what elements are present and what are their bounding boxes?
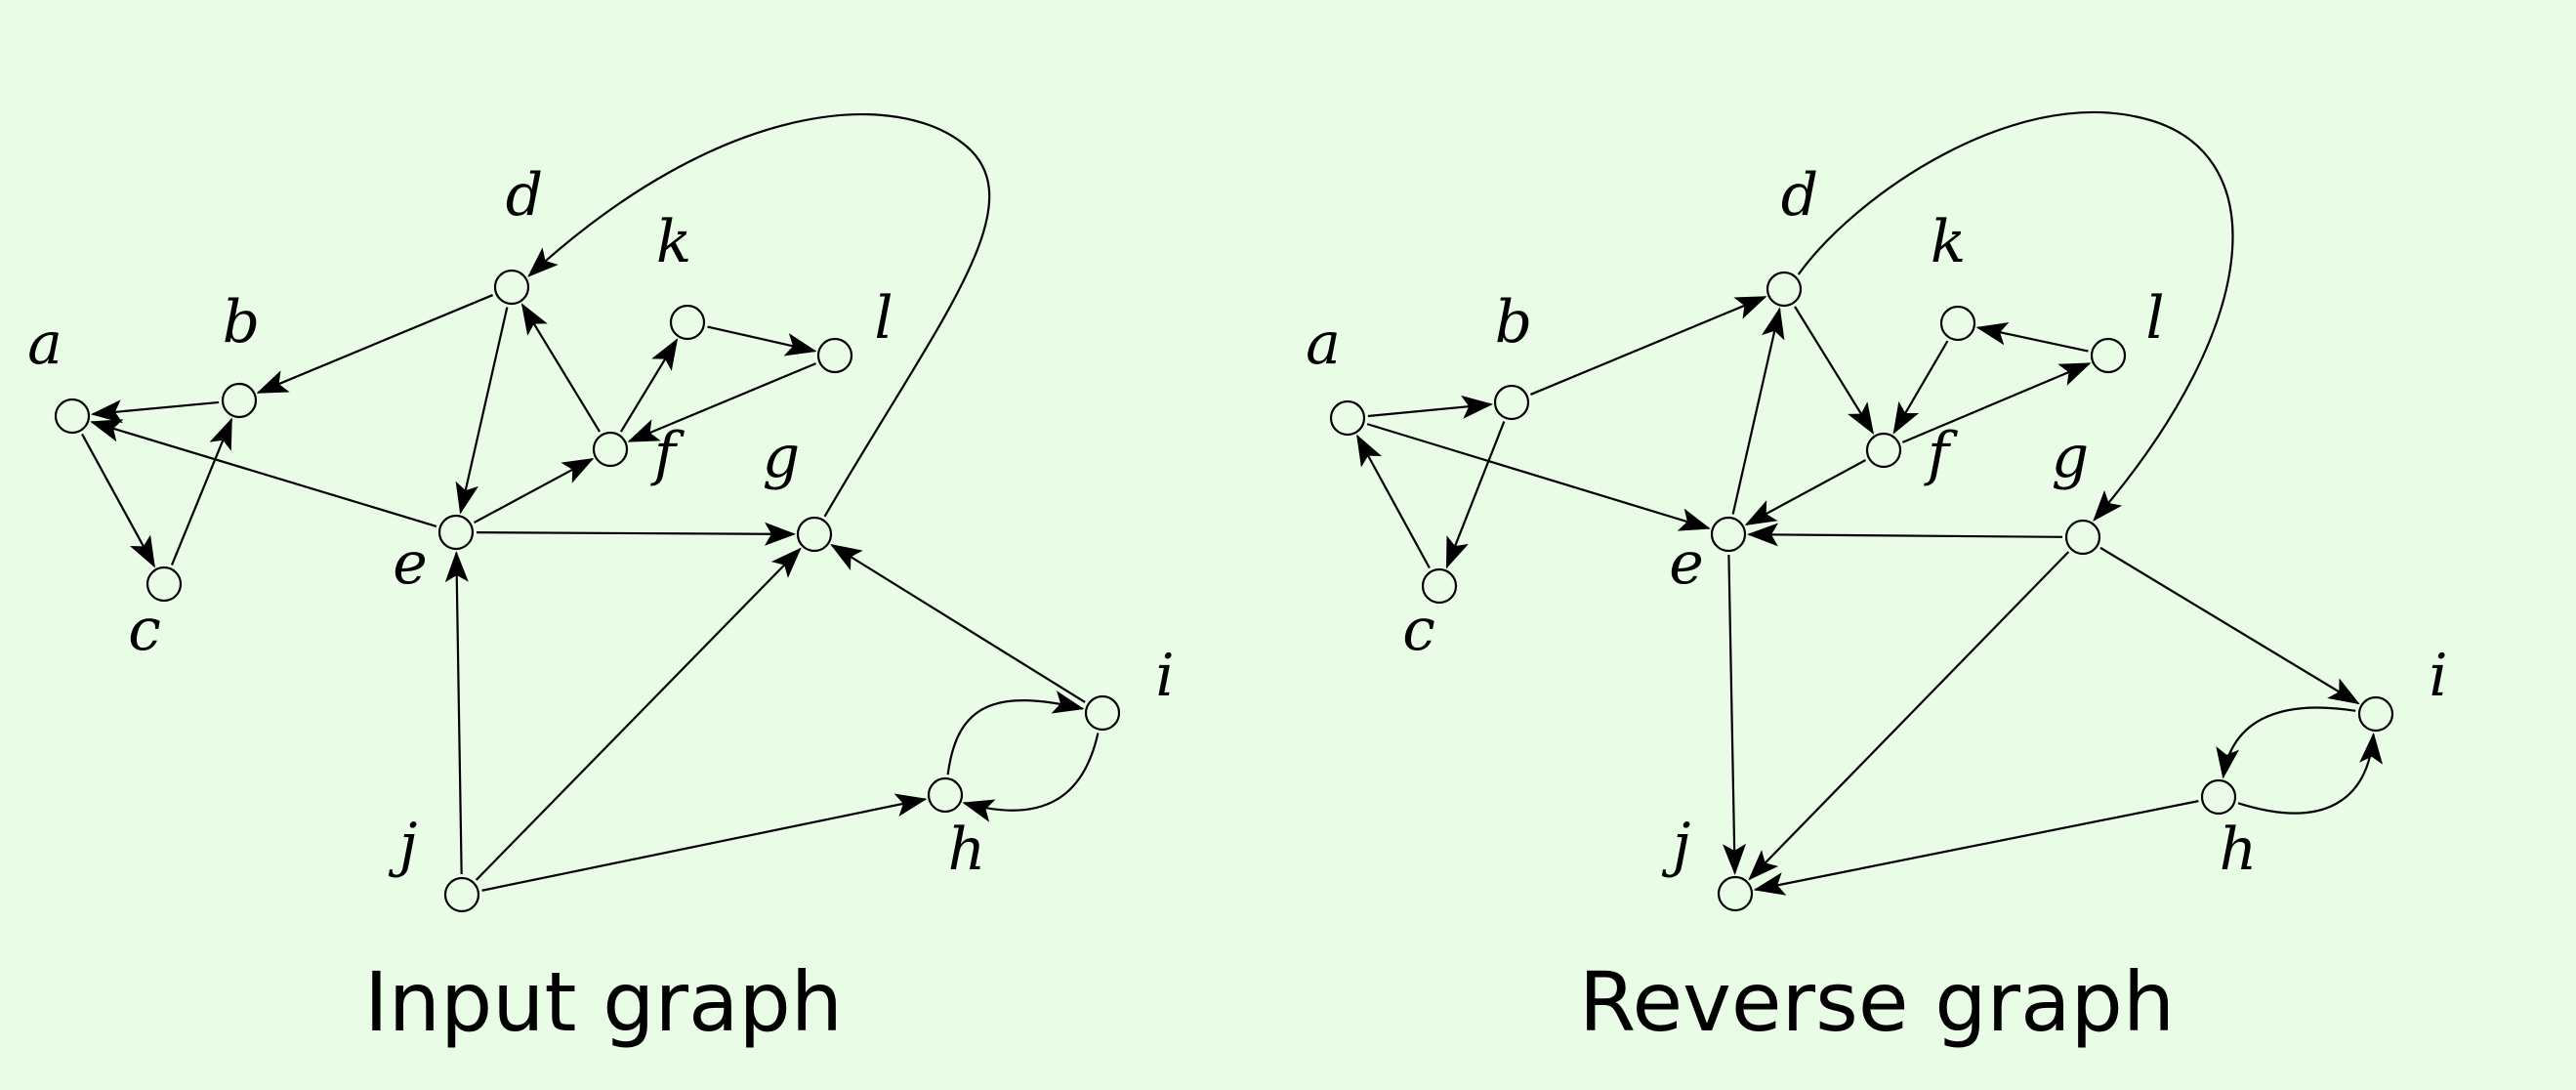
edge-reverse-g-to-e <box>1747 523 2063 547</box>
edge-input-b-to-a <box>90 399 220 424</box>
node-label-reverse-d: d <box>1781 161 1818 230</box>
edge-input-f-to-d <box>520 303 602 433</box>
node-input-i <box>1084 694 1121 732</box>
node-reverse-d <box>1766 271 1803 308</box>
node-label-reverse-e: e <box>1669 529 1704 598</box>
node-reverse-a <box>1329 399 1366 437</box>
edge-reverse-b-to-c <box>1445 421 1506 569</box>
node-label-reverse-j: j <box>1662 811 1691 879</box>
node-label-input-e: e <box>393 529 428 598</box>
edge-input-e-to-g <box>476 522 796 546</box>
node-label-input-d: d <box>506 161 543 230</box>
edge-input-i-to-g <box>830 544 1086 703</box>
edge-reverse-d-to-f <box>1794 306 1875 435</box>
edge-reverse-i-to-h <box>2216 706 2356 779</box>
node-label-reverse-g: g <box>2052 423 2089 491</box>
edge-reverse-e-to-j <box>1723 554 1747 876</box>
node-label-input-a: a <box>27 310 62 378</box>
edge-input-h-to-i <box>946 691 1085 776</box>
caption-input-graph: Input graph <box>364 954 843 1050</box>
node-label-input-k: k <box>656 208 691 276</box>
edge-reverse-e-to-d <box>1731 307 1785 515</box>
edge-reverse-b-to-d <box>1529 296 1767 396</box>
edge-reverse-g-to-j <box>1748 551 2070 881</box>
edge-input-c-to-b <box>170 417 233 566</box>
edge-reverse-a-to-b <box>1367 395 1494 419</box>
edge-reverse-d-to-g <box>1797 110 2234 522</box>
node-input-h <box>927 776 964 814</box>
edge-reverse-a-to-e <box>1366 423 1711 531</box>
edge-reverse-f-to-e <box>1744 459 1867 525</box>
node-label-input-l: l <box>874 284 893 353</box>
node-label-reverse-l: l <box>2145 284 2164 353</box>
panel-input-graph: a b c d e f g h i j k l <box>27 113 1175 913</box>
node-label-reverse-k: k <box>1931 208 1966 276</box>
node-input-j <box>443 876 480 913</box>
node-label-reverse-a: a <box>1306 310 1341 378</box>
node-label-reverse-c: c <box>1402 596 1435 664</box>
edge-input-j-to-h <box>481 793 928 892</box>
node-input-a <box>54 398 91 435</box>
node-reverse-f <box>1865 432 1902 469</box>
caption-reverse-graph: Reverse graph <box>1579 954 2175 1050</box>
node-input-g <box>796 516 833 553</box>
edge-input-a-to-c <box>81 433 155 568</box>
node-label-input-g: g <box>763 423 800 491</box>
node-input-d <box>493 269 530 306</box>
edge-reverse-k-to-f <box>1892 340 1949 435</box>
node-reverse-l <box>2090 337 2127 374</box>
node-label-reverse-h: h <box>2220 816 2258 884</box>
node-label-input-f: f <box>650 420 686 488</box>
node-reverse-b <box>1493 384 1530 421</box>
node-reverse-k <box>1939 305 1976 342</box>
edge-input-j-to-g <box>475 547 802 881</box>
node-label-input-j: j <box>389 811 418 879</box>
node-input-e <box>437 514 475 551</box>
edge-input-j-to-e <box>444 550 469 875</box>
node-reverse-i <box>2357 695 2394 733</box>
edge-input-g-to-d <box>527 113 991 518</box>
edge-input-d-to-b <box>256 294 494 394</box>
edge-input-k-to-l <box>707 325 817 356</box>
node-label-reverse-i: i <box>2429 642 2447 710</box>
node-reverse-g <box>2064 519 2101 556</box>
node-reverse-c <box>1421 567 1458 605</box>
node-label-input-i: i <box>1155 642 1174 710</box>
node-label-input-h: h <box>948 816 986 884</box>
edge-reverse-c-to-a <box>1356 434 1431 569</box>
edge-input-d-to-e <box>455 307 509 515</box>
edge-reverse-l-to-k <box>1975 321 2089 353</box>
node-input-b <box>221 382 258 419</box>
edge-input-e-to-f <box>473 457 595 524</box>
node-input-c <box>145 566 183 603</box>
edge-reverse-f-to-l <box>1901 362 2092 443</box>
node-input-l <box>816 337 853 374</box>
edge-input-f-to-k <box>619 338 679 433</box>
edge-input-i-to-h <box>962 733 1100 822</box>
node-reverse-e <box>1710 516 1747 553</box>
node-input-f <box>592 431 629 468</box>
edge-input-e-to-a <box>90 419 437 527</box>
node-reverse-h <box>2200 778 2237 816</box>
node-label-reverse-f: f <box>1924 420 1959 488</box>
node-reverse-j <box>1717 875 1754 912</box>
edge-reverse-g-to-i <box>2099 546 2360 705</box>
edge-reverse-h-to-j <box>1753 800 2199 896</box>
edge-reverse-h-to-i <box>2237 732 2384 815</box>
node-label-input-b: b <box>223 288 260 356</box>
panel-reverse-graph: a b c d e f g h i j k l <box>1306 110 2448 912</box>
edge-input-l-to-f <box>627 362 817 442</box>
node-label-reverse-b: b <box>1495 288 1532 356</box>
node-input-k <box>669 304 706 341</box>
node-label-input-c: c <box>128 596 161 664</box>
